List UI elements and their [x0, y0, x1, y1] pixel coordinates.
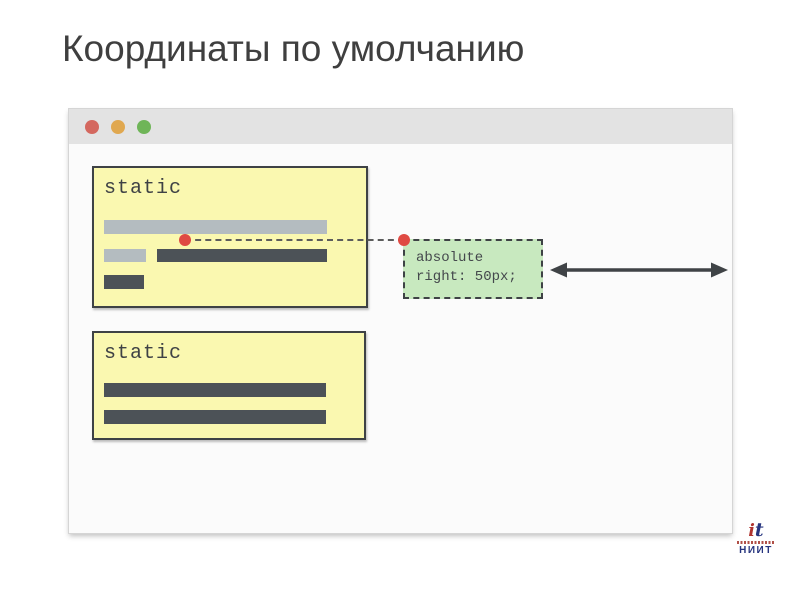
- minimize-button-icon[interactable]: [111, 119, 125, 134]
- static-block-1: static: [92, 166, 368, 308]
- absolute-code-line-1: absolute: [416, 250, 484, 266]
- logo-fine-print-line: [737, 541, 775, 544]
- browser-window: static static absolute right: 50px;: [68, 108, 733, 534]
- origin-point-marker: [179, 234, 191, 246]
- absolute-block: absolute right: 50px;: [403, 239, 543, 299]
- logo-script-it: it: [748, 519, 764, 541]
- slide-title: Координаты по умолчанию: [62, 28, 525, 69]
- static-label-1: static: [104, 177, 183, 200]
- content-bar: [104, 220, 327, 234]
- static-block-2: static: [92, 331, 366, 440]
- content-bar: [104, 410, 326, 424]
- maximize-button-icon[interactable]: [137, 119, 151, 134]
- content-bar: [104, 249, 146, 262]
- double-headed-arrow-icon: [550, 262, 728, 278]
- content-bar: [104, 383, 326, 397]
- niit-logo: it НИИТ: [731, 521, 781, 556]
- logo-caption: НИИТ: [739, 545, 773, 556]
- content-bar: [104, 275, 144, 289]
- static-label-2: static: [104, 342, 183, 365]
- dashed-connector-line: [185, 239, 404, 241]
- window-titlebar: [69, 109, 732, 144]
- content-bar: [157, 249, 327, 262]
- absolute-code-line-2: right: 50px;: [416, 269, 517, 285]
- close-button-icon[interactable]: [85, 119, 99, 134]
- offset-corner-marker: [398, 234, 410, 246]
